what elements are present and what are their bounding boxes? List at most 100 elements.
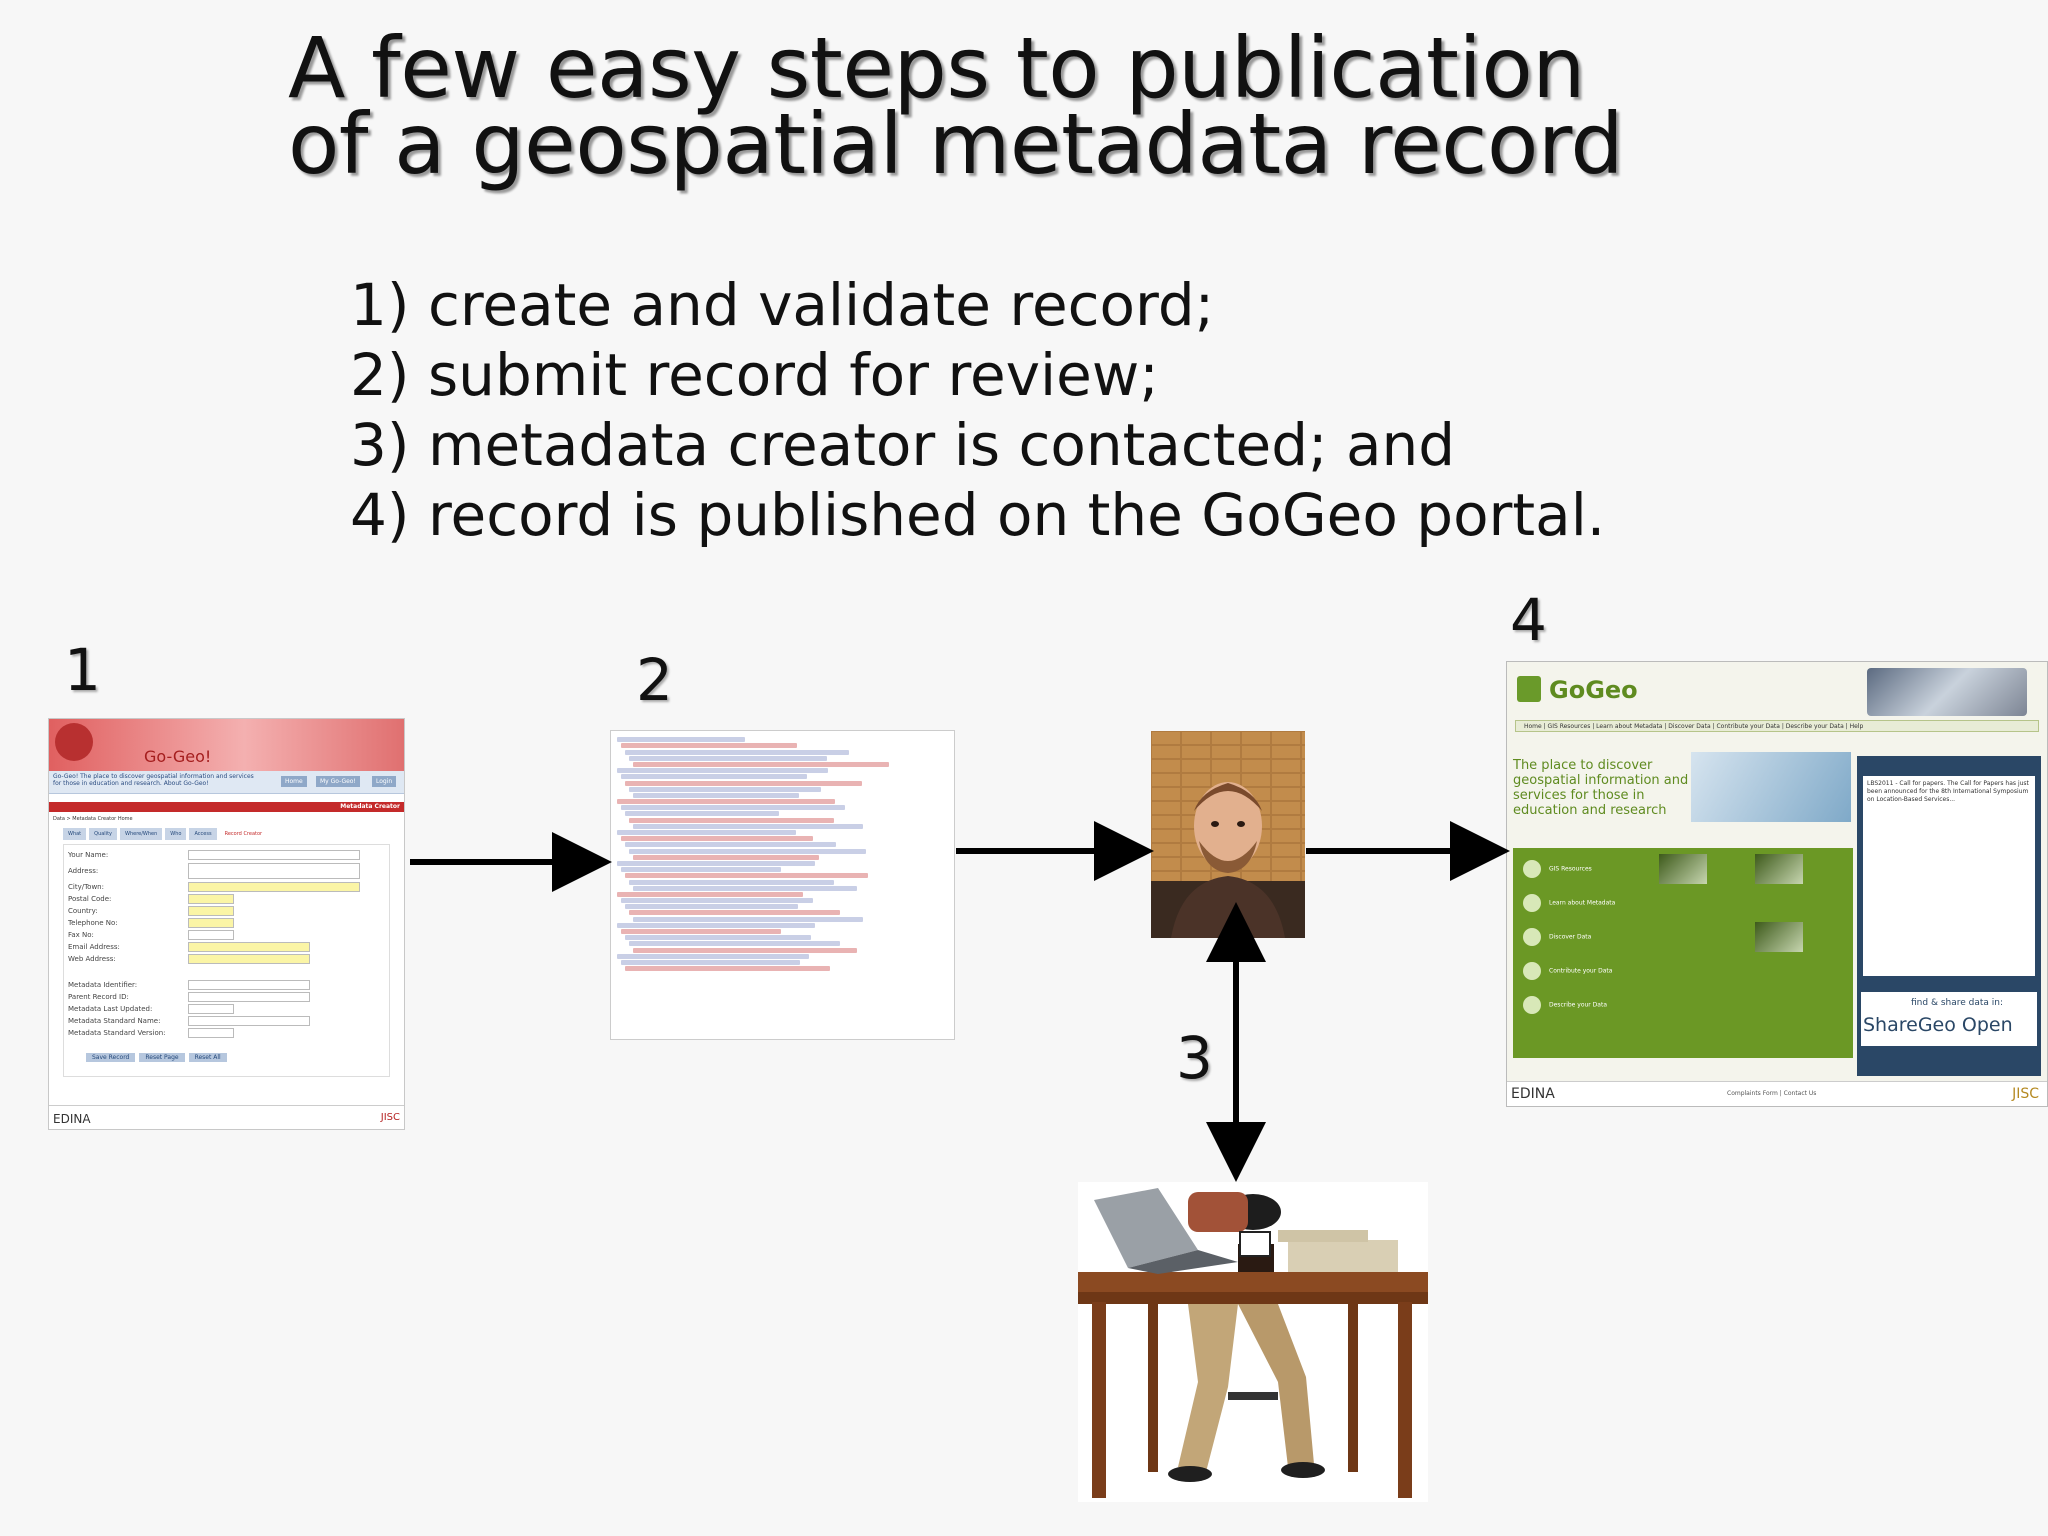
sharegeo-banner: find & share data in: ShareGeo Open [1861, 992, 2037, 1046]
gogeo-brand: GoGeo [1549, 676, 1638, 704]
field-label: Metadata Standard Name: [68, 1017, 161, 1025]
xml-line [621, 743, 797, 749]
tab-who: Who [165, 828, 187, 840]
xml-line [633, 854, 819, 860]
intro-strip: Go-Geo! The place to discover geospatial… [49, 771, 404, 794]
label-step-1: 1 [64, 636, 101, 704]
form-field [188, 863, 360, 879]
globe-icon [1523, 860, 1541, 878]
tab-record-creator: Record Creator [219, 828, 268, 840]
title-line-2: of a geospatial metadata record [288, 95, 1624, 193]
step-item-4: 4) record is published on the GoGeo port… [350, 481, 1606, 549]
xml-line [625, 873, 869, 879]
intro-text: Go-Geo! The place to discover geospatial… [53, 773, 254, 787]
reset-page-button: Reset Page [139, 1053, 185, 1062]
document-icon [1523, 962, 1541, 980]
xml-line [625, 842, 837, 848]
form-row: Metadata Last Updated: [68, 1003, 385, 1015]
nav-home: Home [281, 776, 307, 787]
xml-line [617, 922, 816, 928]
tab-access: Access [189, 828, 217, 840]
xml-lines [617, 737, 948, 972]
xml-line [621, 929, 781, 934]
save-record-button: Save Record [86, 1053, 136, 1062]
map-hero-image [1691, 752, 1851, 822]
xml-line [625, 780, 862, 786]
breadcrumb: Data > Metadata Creator Home [53, 816, 133, 822]
form-row: Metadata Standard Name: [68, 1015, 385, 1027]
label-step-4: 4 [1510, 586, 1547, 654]
xml-record-screenshot [610, 730, 955, 1040]
xml-line [625, 749, 849, 755]
xml-line [633, 792, 800, 798]
resource-item: Describe your Data [1523, 996, 1607, 1014]
thumbnail-image [1659, 854, 1707, 884]
xml-line [629, 848, 866, 854]
xml-line [625, 966, 830, 972]
satellite-icon [1867, 668, 2027, 716]
field-label: Metadata Standard Version: [68, 1029, 166, 1037]
xml-line [617, 953, 809, 959]
label-step-3: 3 [1176, 1024, 1213, 1092]
sharegeo-caption: find & share data in: [1911, 998, 2004, 1008]
form-field [188, 850, 360, 860]
gogeo-portal-screenshot: GoGeo Home | GIS Resources | Learn about… [1506, 661, 2048, 1107]
sharegeo-name: ShareGeo Open [1863, 1014, 2013, 1036]
form-field [188, 906, 234, 916]
field-label: Metadata Last Updated: [68, 1005, 153, 1013]
xml-line [625, 904, 798, 910]
form-row: Your Name: [68, 849, 385, 861]
field-label: Your Name: [68, 851, 109, 859]
xml-line [621, 774, 807, 780]
form-field [188, 992, 310, 1002]
form-field [188, 1028, 234, 1038]
field-label: City/Town: [68, 883, 104, 891]
xml-line [629, 817, 834, 823]
thumbnail-image [1755, 854, 1803, 884]
form-row: Parent Record ID: [68, 991, 385, 1003]
form-field [188, 930, 234, 940]
gogeo-logo-icon [1517, 676, 1541, 702]
globe-icon [55, 723, 93, 761]
field-label: Postal Code: [68, 895, 112, 903]
field-label: Parent Record ID: [68, 993, 129, 1001]
form-field [188, 980, 310, 990]
tab-what: What [63, 828, 87, 840]
gogeo-footer: EDINA JISC [49, 1105, 404, 1129]
xml-line [629, 755, 828, 761]
label-step-2: 2 [636, 646, 673, 714]
document-icon [1523, 996, 1541, 1014]
edina-logo: EDINA [1511, 1086, 1555, 1102]
title-line-1: A few easy steps to publication [288, 19, 1585, 117]
xml-line [633, 947, 857, 953]
form-row: Metadata Standard Version: [68, 1027, 385, 1039]
field-label: Metadata Identifier: [68, 981, 138, 989]
metadata-creator-bar: Metadata Creator [49, 802, 404, 812]
form-field [188, 894, 234, 904]
xml-line [629, 941, 841, 947]
resource-item: Learn about Metadata [1523, 894, 1615, 912]
field-label: Email Address: [68, 943, 120, 951]
xml-line [617, 891, 803, 897]
form-field [188, 1016, 310, 1026]
xml-line [617, 860, 816, 866]
metadata-creator-screenshot: Go-Geo! Go-Geo! The place to discover ge… [48, 718, 405, 1130]
person-photo [1151, 731, 1305, 938]
xml-line [621, 836, 813, 842]
step-item-3: 3) metadata creator is contacted; and [350, 411, 1456, 479]
form-row: Fax No: [68, 929, 385, 941]
reset-all-button: Reset All [188, 1053, 227, 1062]
form-row: Email Address: [68, 941, 385, 953]
xml-line [621, 898, 813, 904]
form-field [188, 1004, 234, 1014]
step-item-2: 2) submit record for review; [350, 341, 1159, 409]
field-label: Address: [68, 867, 99, 875]
news-sidebar: LBS2011 - Call for papers. The Call for … [1857, 756, 2041, 1076]
jisc-logo: JISC [380, 1112, 400, 1123]
tab-quality: Quality [89, 828, 118, 840]
xml-line [617, 830, 797, 835]
form-row: Address: [68, 861, 385, 881]
form-field [188, 882, 360, 892]
xml-line [629, 879, 834, 885]
form-row: Telephone No: [68, 917, 385, 929]
